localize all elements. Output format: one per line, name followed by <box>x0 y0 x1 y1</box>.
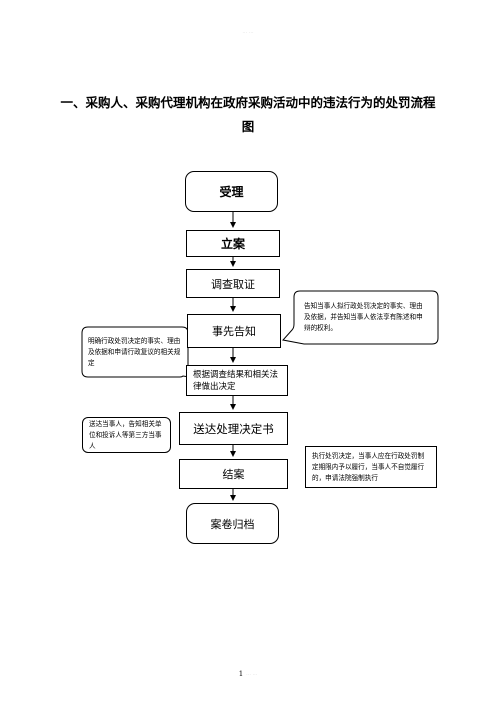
step-conclude-label: 结案 <box>222 468 245 481</box>
step-decide-label: 根据调查结果和相关法律做出决定 <box>193 369 279 392</box>
step-decide: 根据调查结果和相关法律做出决定 <box>186 365 288 396</box>
step-conclude: 结案 <box>179 459 288 489</box>
callout-clarify-basis-text: 明确行政处罚决定的事实、理由及依据和申请行政复议的相关规定 <box>88 336 181 367</box>
step-accept-label: 受理 <box>219 185 244 199</box>
step-prior-notice-label: 事先告知 <box>212 325 256 338</box>
callout-clarify-basis: 明确行政处罚决定的事实、理由及依据和申请行政复议的相关规定 <box>82 327 188 377</box>
step-file-case-label: 立案 <box>220 237 245 251</box>
page-title-line-2: 图 <box>241 119 255 134</box>
callout-notify-party-text: 告知当事人拟行政处罚决定的事实、理由及依据，并告知当事人依法享有陈述和申辩的权利… <box>304 302 423 332</box>
callout-execute-penalty: 执行处罚决定，当事人应在行政处罚制定期限内予以履行，当事人不自觉履行的，申请法院… <box>305 446 437 488</box>
step-investigate-label: 调查取证 <box>211 277 255 291</box>
callout-bubble-notify-party <box>282 290 439 345</box>
page-number-suffix: ··· ··· <box>246 672 258 678</box>
callout-notify-party: 告知当事人拟行政处罚决定的事实、理由及依据，并告知当事人依法享有陈述和申辩的权利… <box>294 291 438 344</box>
page-number: 1··· ··· <box>0 670 496 678</box>
callout-deliver-parties: 送达当事人，告知相关单位和投诉人等第三方当事人 <box>82 417 171 453</box>
step-prior-notice: 事先告知 <box>187 314 281 348</box>
step-archive-label: 案卷归档 <box>210 517 255 531</box>
callout-execute-penalty-text: 执行处罚决定，当事人应在行政处罚制定期限内予以履行，当事人不自觉履行的，申请法院… <box>312 451 425 482</box>
page-title-line-1: 一、采购人、采购代理机构在政府采购活动中的违法行为的处罚流程 <box>60 95 436 110</box>
step-file-case: 立案 <box>186 230 280 257</box>
step-deliver-label: 送达处理决定书 <box>193 421 274 436</box>
step-accept: 受理 <box>185 171 278 212</box>
step-deliver: 送达处理决定书 <box>179 412 288 445</box>
page-number-value: 1 <box>238 670 244 678</box>
page-header-mark: ··· ··· <box>242 30 254 36</box>
callout-deliver-parties-text: 送达当事人，告知相关单位和投诉人等第三方当事人 <box>89 419 162 450</box>
step-archive: 案卷归档 <box>186 503 279 544</box>
step-investigate: 调查取证 <box>186 269 280 298</box>
